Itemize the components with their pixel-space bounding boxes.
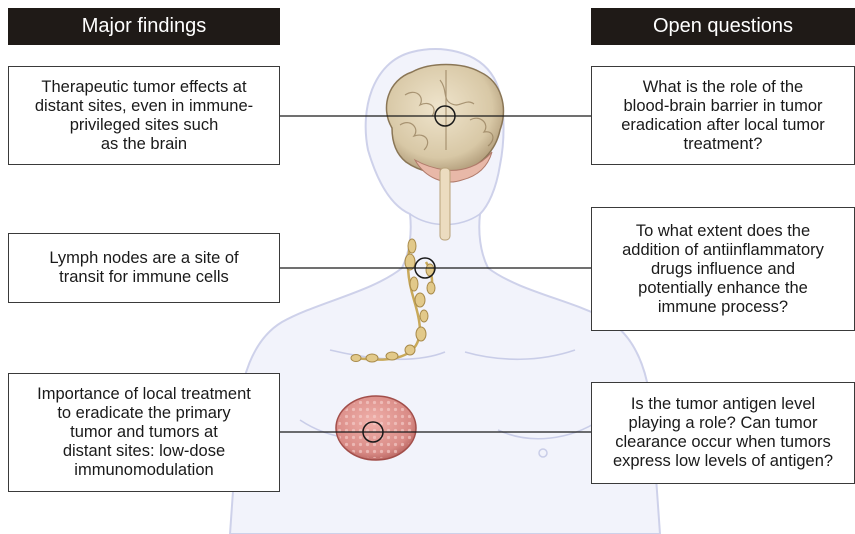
major-findings-header: Major findings bbox=[8, 8, 280, 45]
finding-text: Lymph nodes are a site of transit for im… bbox=[49, 249, 238, 287]
finding-text: Therapeutic tumor effects at distant sit… bbox=[35, 78, 253, 154]
open-questions-header: Open questions bbox=[591, 8, 855, 45]
question-box-lymph: To what extent does the addition of anti… bbox=[591, 207, 855, 331]
question-text: Is the tumor antigen level playing a rol… bbox=[613, 395, 833, 471]
question-text: What is the role of the blood-brain barr… bbox=[621, 78, 825, 154]
question-box-tumor: Is the tumor antigen level playing a rol… bbox=[591, 382, 855, 484]
tumor-mass-icon bbox=[336, 396, 416, 460]
finding-text: Importance of local treatment to eradica… bbox=[37, 385, 251, 480]
question-box-brain: What is the role of the blood-brain barr… bbox=[591, 66, 855, 165]
brain-icon bbox=[386, 65, 503, 241]
question-text: To what extent does the addition of anti… bbox=[622, 222, 824, 317]
finding-box-lymph: Lymph nodes are a site of transit for im… bbox=[8, 233, 280, 303]
finding-box-brain: Therapeutic tumor effects at distant sit… bbox=[8, 66, 280, 165]
finding-box-tumor: Importance of local treatment to eradica… bbox=[8, 373, 280, 492]
